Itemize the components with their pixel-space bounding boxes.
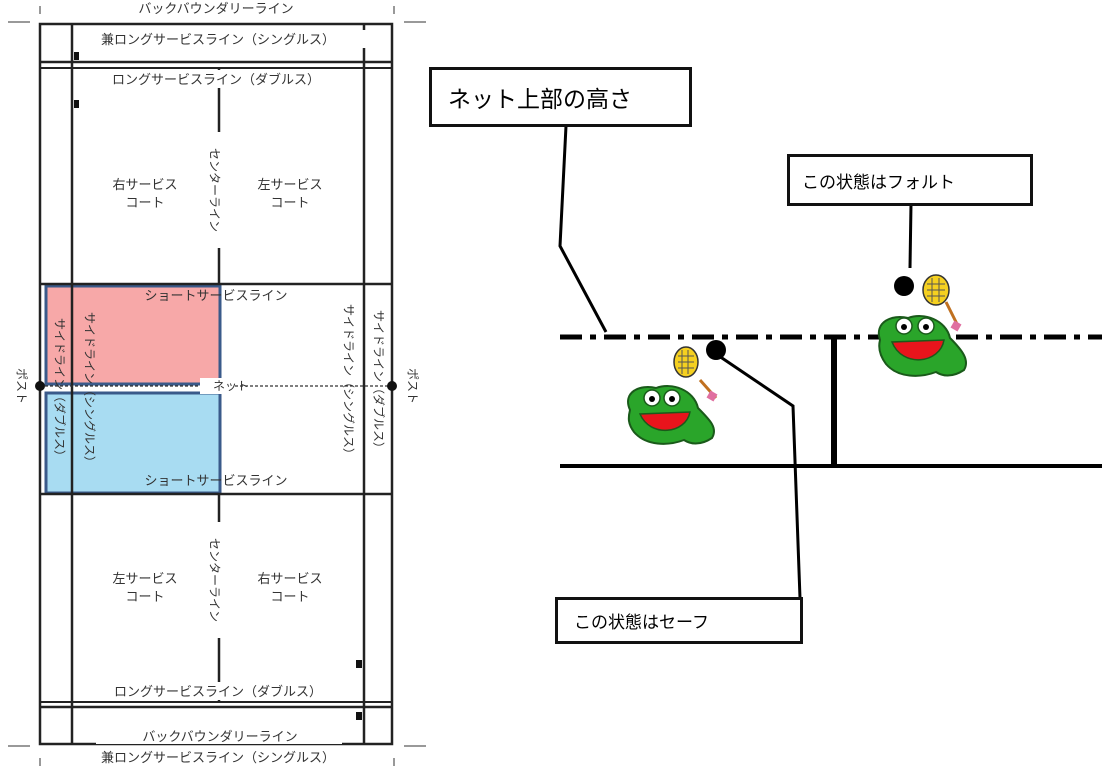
frog-player-right bbox=[877, 274, 968, 377]
left-service-court-top-label: 左サービスコート bbox=[257, 178, 322, 211]
long-service-doubles-bottom-label: ロングサービスライン（ダブルス） bbox=[114, 684, 322, 700]
back-boundary-bottom-label: バックバウンダリーライン bbox=[142, 730, 297, 745]
fault-label: この状態はフォルト bbox=[802, 172, 955, 193]
post-left bbox=[35, 381, 45, 391]
short-service-bottom-label: ショートサービスライン bbox=[144, 474, 287, 489]
right-service-court-top-label: 右サービスコート bbox=[112, 178, 177, 211]
long-service-singles-bottom-label: 兼ロングサービスライン（シングルス） bbox=[101, 751, 335, 766]
right-service-court-top-line1: 右サービス bbox=[112, 178, 177, 193]
center-line-bottom-label: センターライン bbox=[208, 538, 222, 622]
net-label: ネット bbox=[213, 379, 249, 393]
right-service-court-bottom-line1: 右サービス bbox=[257, 572, 322, 587]
sideline-singles-left-label: サイドライン（シングルス） bbox=[83, 312, 97, 468]
safe-label: この状態はセーフ bbox=[574, 613, 709, 633]
net-illustration bbox=[558, 125, 1102, 599]
left-service-court-top-line1: 左サービス bbox=[257, 178, 322, 193]
highlight-red-area bbox=[44, 284, 222, 386]
net-height-label: ネット上部の高さ bbox=[448, 87, 632, 113]
fault-connector bbox=[908, 203, 913, 269]
fault-label-box: この状態はフォルト bbox=[787, 154, 1033, 206]
safe-label-box: この状態はセーフ bbox=[555, 597, 803, 644]
right-service-court-top-line2: コート bbox=[125, 196, 164, 211]
long-service-doubles-top-label: ロングサービスライン（ダブルス） bbox=[112, 72, 320, 88]
sideline-doubles-left-label: サイドライン（ダブルス） bbox=[53, 318, 68, 462]
sideline-singles-right-label: サイドライン（シングルス） bbox=[342, 304, 356, 460]
center-line-top-label: センターライン bbox=[208, 148, 222, 232]
shuttle-fault bbox=[894, 276, 914, 296]
back-boundary-line-top-label: バックバウンダリーライン bbox=[138, 2, 293, 17]
safe-connector bbox=[718, 354, 802, 599]
right-service-court-bottom-line2: コート bbox=[270, 590, 309, 605]
left-service-court-bottom-label: 左サービスコート bbox=[112, 572, 177, 605]
shuttle-safe bbox=[706, 340, 726, 360]
left-service-court-top-line2: コート bbox=[270, 196, 309, 211]
right-service-court-bottom-label: 右サービスコート bbox=[257, 572, 322, 605]
net-height-label-box: ネット上部の高さ bbox=[429, 67, 692, 127]
post-left-label: ポスト bbox=[15, 368, 29, 404]
frog-player-left bbox=[627, 346, 718, 445]
net-height-connector bbox=[558, 125, 608, 333]
left-service-court-bottom-line1: 左サービス bbox=[112, 572, 177, 587]
post-right-label: ポスト bbox=[406, 368, 420, 404]
sideline-doubles-right-label: サイドライン（ダブルス） bbox=[372, 310, 387, 454]
left-service-court-bottom-line2: コート bbox=[125, 590, 164, 605]
post-right bbox=[387, 381, 397, 391]
short-service-top-label: ショートサービスライン bbox=[144, 289, 287, 304]
badminton-court: バックバウンダリーライン 兼ロングサービスライン（シングルス） ロングサービスラ… bbox=[8, 0, 426, 766]
long-service-singles-top-label: 兼ロングサービスライン（シングルス） bbox=[101, 33, 335, 48]
